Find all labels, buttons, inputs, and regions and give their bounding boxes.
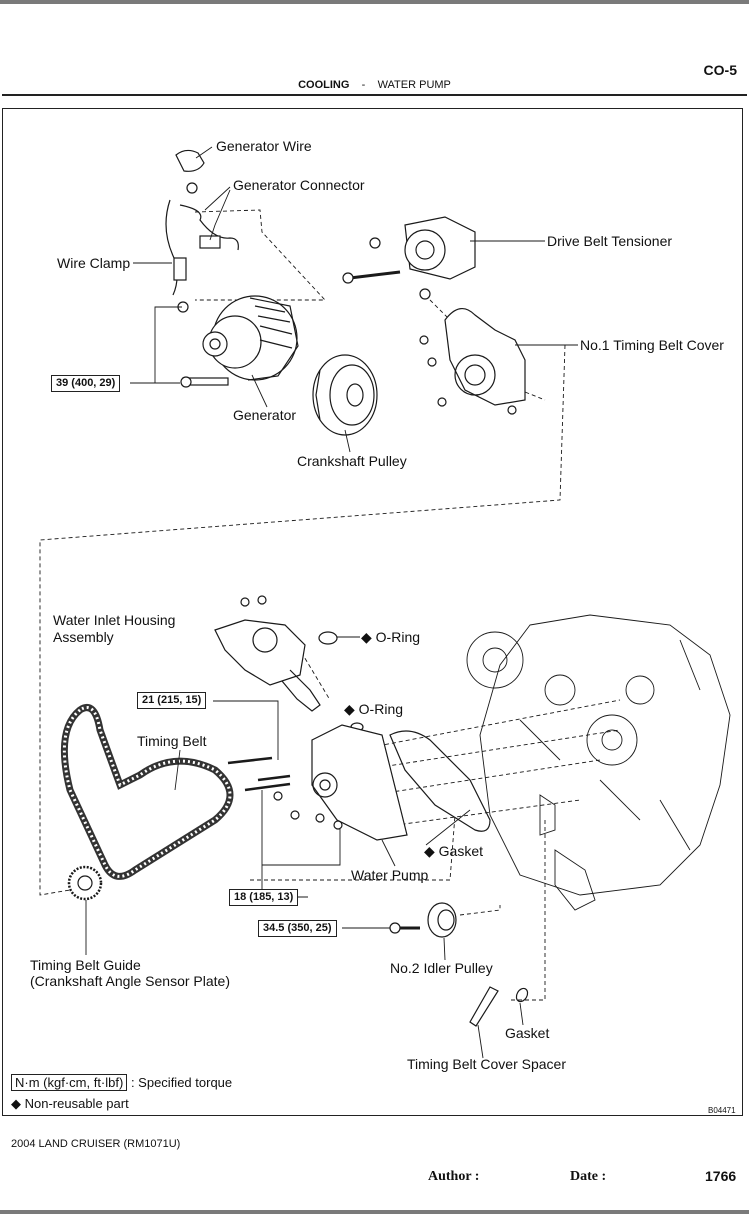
header-rule xyxy=(2,94,747,96)
label-gasket-1: ◆ Gasket xyxy=(424,843,484,859)
label-timing-belt-guide: Timing Belt Guide xyxy=(30,957,141,973)
nonreusable-symbol-icon: ◆ xyxy=(424,843,435,859)
label-gasket-2: Gasket xyxy=(505,1025,550,1041)
label-wire-clamp: Wire Clamp xyxy=(57,255,131,271)
water-inlet-housing-drawing xyxy=(214,595,364,732)
label-timing-belt-guide-line2: (Crankshaft Angle Sensor Plate) xyxy=(30,973,230,989)
torque-box-18: 18 (185, 13) xyxy=(229,889,299,906)
footer-date-label: Date : xyxy=(570,1169,607,1184)
torque-box-34-5: 34.5 (350, 25) xyxy=(258,920,337,937)
page-code: CO-5 xyxy=(703,62,737,78)
nonreusable-symbol-icon: ◆ xyxy=(344,701,355,717)
subsection-title: WATER PUMP xyxy=(377,79,451,91)
header-separator: - xyxy=(361,79,366,91)
torque-unit-box: N·m (kgf·cm, ft·lbf) xyxy=(11,1074,128,1091)
torque-legend-text: : Specified torque xyxy=(130,1075,233,1090)
label-generator: Generator xyxy=(233,407,297,423)
label-timing-belt-cover-spacer: Timing Belt Cover Spacer xyxy=(407,1056,566,1072)
idler-pulley-drawing xyxy=(389,902,457,938)
label-water-inlet-housing: Water Inlet Housing xyxy=(53,612,176,628)
section-title: COOLING xyxy=(298,79,350,91)
nonreusable-legend-text: Non-reusable part xyxy=(24,1096,129,1111)
nonreusable-symbol-icon: ◆ xyxy=(361,629,372,645)
footer-author-label: Author : xyxy=(428,1169,480,1184)
section-header: COOLING - WATER PUMP xyxy=(0,79,749,91)
water-pump-drawing xyxy=(227,724,491,841)
torque-box-39: 39 (400, 29) xyxy=(51,375,121,392)
engine-block-drawing xyxy=(466,614,731,911)
diagram-frame xyxy=(2,108,743,1116)
label-no1-timing-belt-cover: No.1 Timing Belt Cover xyxy=(580,337,724,353)
top-bar xyxy=(0,0,749,4)
figure-code: B04471 xyxy=(708,1106,736,1115)
timing-belt-cover-drawing xyxy=(419,308,526,415)
torque-box-21: 21 (215, 15) xyxy=(137,692,207,709)
label-o-ring-2: ◆ O-Ring xyxy=(344,701,404,717)
footer-model: 2004 LAND CRUISER (RM1071U) xyxy=(11,1138,181,1150)
cover-spacer-drawing xyxy=(469,986,529,1027)
bottom-bar xyxy=(0,1210,749,1214)
label-generator-wire: Generator Wire xyxy=(216,138,312,154)
generator-drawing xyxy=(177,295,299,388)
legend-nonreusable: ◆ Non-reusable part xyxy=(11,1096,129,1112)
label-water-pump: Water Pump xyxy=(351,867,429,883)
assembly-dashed-lines xyxy=(39,209,621,1001)
drive-belt-tensioner-drawing xyxy=(342,216,476,300)
label-water-inlet-housing-line2: Assembly xyxy=(53,629,114,645)
label-generator-connector: Generator Connector xyxy=(233,177,365,193)
label-crankshaft-pulley: Crankshaft Pulley xyxy=(297,453,407,469)
label-drive-belt-tensioner: Drive Belt Tensioner xyxy=(547,233,673,249)
label-no2-idler-pulley: No.2 Idler Pulley xyxy=(390,960,493,976)
timing-belt-guide-drawing xyxy=(67,865,103,901)
label-o-ring-1: ◆ O-Ring xyxy=(361,629,421,645)
generator-wire-drawing xyxy=(165,149,239,296)
timing-belt-drawing xyxy=(60,704,234,880)
crankshaft-pulley-drawing xyxy=(312,354,378,436)
nonreusable-symbol-icon: ◆ xyxy=(11,1096,21,1111)
label-timing-belt: Timing Belt xyxy=(137,733,207,749)
page-number: 1766 xyxy=(705,1168,737,1184)
legend-torque: N·m (kgf·cm, ft·lbf) : Specified torque xyxy=(11,1074,233,1091)
